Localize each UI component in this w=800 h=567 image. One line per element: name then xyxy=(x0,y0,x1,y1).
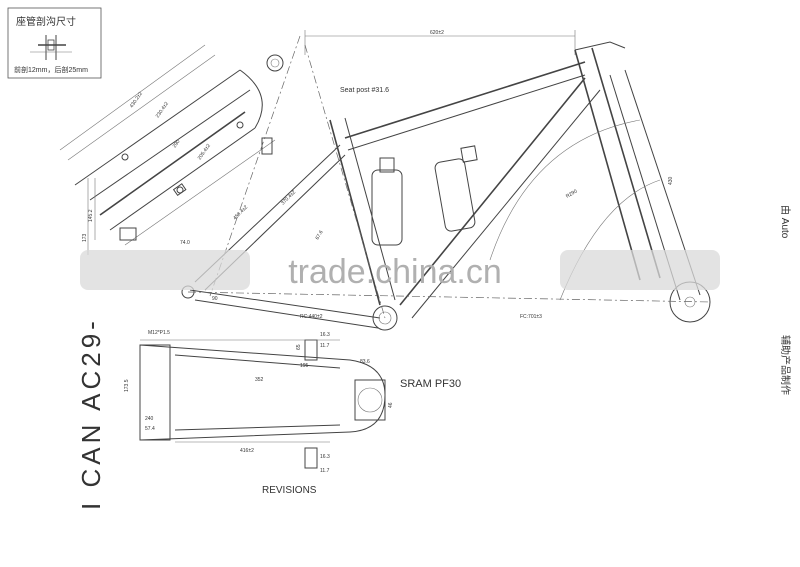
svg-text:46: 46 xyxy=(388,402,394,408)
svg-text:16.3: 16.3 xyxy=(320,454,330,460)
svg-text:R290: R290 xyxy=(565,188,579,199)
svg-text:145.2: 145.2 xyxy=(88,209,94,222)
sram-label: SRAM PF30 xyxy=(400,378,461,390)
watermark: trade.china.cn xyxy=(80,250,720,291)
revisions-label: REVISIONS xyxy=(262,485,317,496)
legend-title: 座管剖沟尺寸 xyxy=(16,15,76,28)
seatpost-slot-icon xyxy=(30,35,72,60)
svg-text:65: 65 xyxy=(296,344,302,350)
svg-text:620±2: 620±2 xyxy=(430,30,444,36)
bottle-cages xyxy=(371,145,478,246)
svg-text:230.4±2: 230.4±2 xyxy=(155,101,170,119)
svg-text:290: 290 xyxy=(172,139,182,149)
chainstay-detail: M12*P1.5 173.5 352 416±2 195 16.3 11.7 8… xyxy=(124,330,461,496)
svg-text:83.6: 83.6 xyxy=(360,359,370,365)
vertical-model-title: I CAN AC29- xyxy=(76,317,106,510)
svg-text:416±2: 416±2 xyxy=(240,448,254,454)
svg-text:RC:440±2: RC:440±2 xyxy=(300,314,323,320)
svg-text:173: 173 xyxy=(82,233,88,242)
svg-text:11.7: 11.7 xyxy=(320,343,330,349)
top-dimension: 620±2 xyxy=(304,30,576,55)
seat-post-label: Seat post #31.6 xyxy=(340,87,389,94)
svg-text:430: 430 xyxy=(668,176,674,185)
svg-text:352: 352 xyxy=(255,377,264,383)
svg-text:430.2±2: 430.2±2 xyxy=(129,91,144,109)
legend-box: 座管剖沟尺寸 前剖12mm，后剖25mm xyxy=(7,7,102,79)
watermark-text: trade.china.cn xyxy=(288,253,502,291)
maker-latin-text: 由 Auto xyxy=(779,205,792,239)
svg-text:240: 240 xyxy=(145,416,154,422)
svg-text:173.5: 173.5 xyxy=(124,379,130,392)
svg-text:16.3: 16.3 xyxy=(320,332,330,338)
svg-text:74.0: 74.0 xyxy=(180,240,190,246)
svg-text:FC:701±3: FC:701±3 xyxy=(520,314,542,320)
legend-note: 前剖12mm，后剖25mm xyxy=(14,65,88,74)
svg-text:67.6: 67.6 xyxy=(315,229,325,241)
svg-text:90: 90 xyxy=(212,296,218,302)
maker-cjk-text: 辅助产品制作 xyxy=(779,335,792,395)
svg-text:57.4: 57.4 xyxy=(145,426,155,432)
svg-text:11.7: 11.7 xyxy=(320,468,330,474)
svg-text:195: 195 xyxy=(300,363,309,369)
svg-text:M12*P1.5: M12*P1.5 xyxy=(148,330,170,336)
